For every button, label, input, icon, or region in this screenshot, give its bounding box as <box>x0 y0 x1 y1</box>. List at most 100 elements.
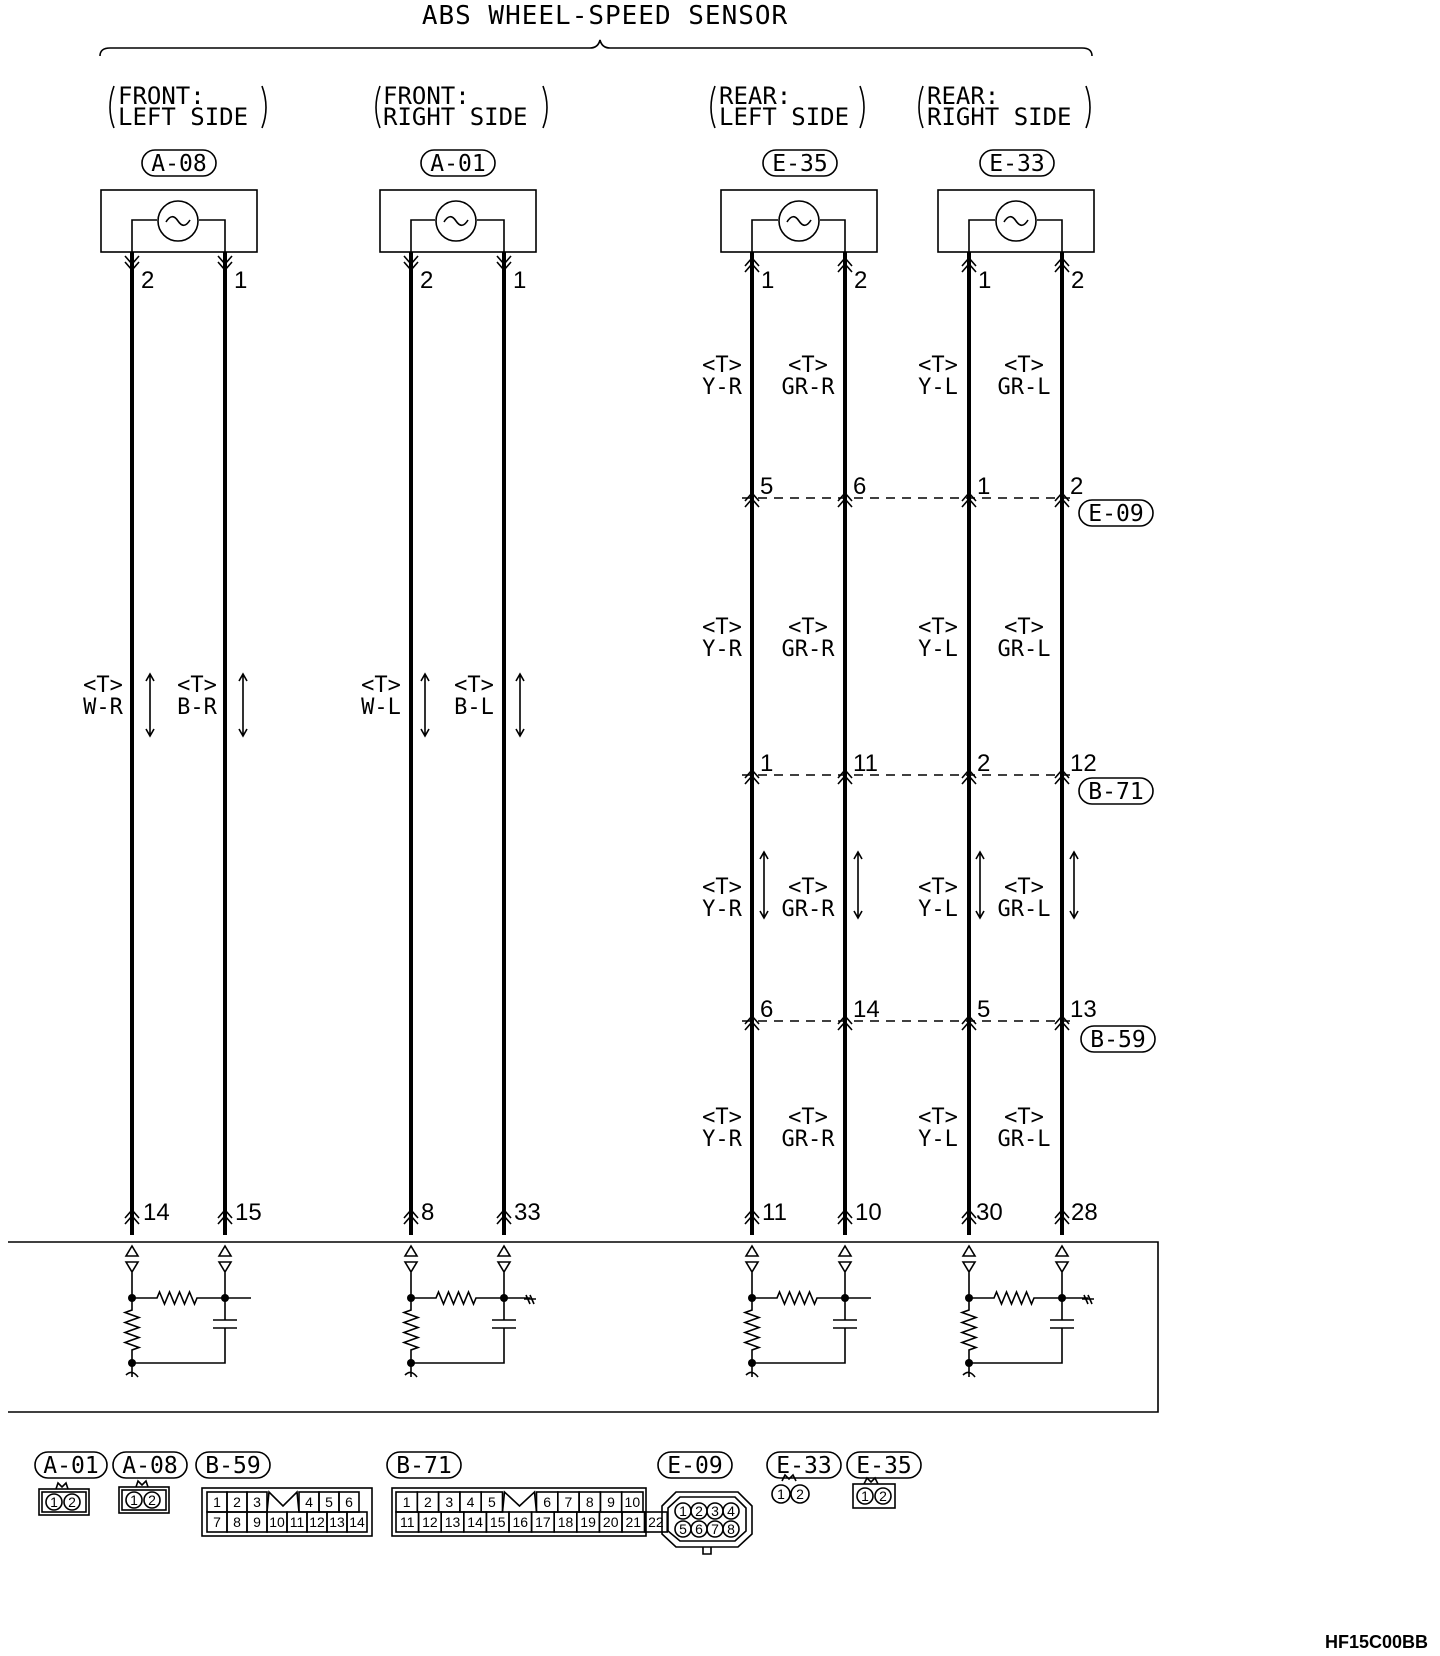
svg-text:<T>: <T> <box>83 673 123 698</box>
sensor-location-rear-left: REAR: LEFT SIDE <box>710 82 865 131</box>
svg-text:5: 5 <box>977 996 990 1023</box>
wire-label-front-right-b: <T> B-L <box>454 673 494 720</box>
svg-text:E-33: E-33 <box>989 151 1044 177</box>
svg-text:2: 2 <box>1070 473 1083 500</box>
svg-text:B-R: B-R <box>177 695 217 720</box>
svg-text:Y-L: Y-L <box>918 1127 958 1152</box>
svg-text:A-01: A-01 <box>43 1453 98 1479</box>
sensor-location-front-right: FRONT: RIGHT SIDE <box>375 82 548 131</box>
sensor-front-right <box>379 189 537 253</box>
legend-pin: 5 <box>679 1521 687 1537</box>
legend-pin: 2 <box>233 1494 241 1510</box>
legend-pin: 5 <box>488 1494 496 1510</box>
svg-text:LEFT SIDE: LEFT SIDE <box>719 103 849 131</box>
svg-text:1: 1 <box>50 1494 58 1510</box>
svg-text:RIGHT SIDE: RIGHT SIDE <box>927 103 1072 131</box>
legend-pin: 6 <box>345 1494 353 1510</box>
svg-text:11: 11 <box>853 750 878 777</box>
legend-pin: 21 <box>626 1514 642 1530</box>
legend-pin: 8 <box>233 1514 241 1530</box>
sensor-coil-icon <box>995 200 1037 242</box>
svg-text:Y-R: Y-R <box>702 897 742 922</box>
legend-pin: 22 <box>648 1514 664 1530</box>
pin-number: 2 <box>141 267 154 294</box>
diagram-title: ABS WHEEL-SPEED SENSOR <box>422 1 788 31</box>
svg-text:B-59: B-59 <box>1090 1027 1145 1053</box>
svg-text:GR-R: GR-R <box>782 897 836 922</box>
legend-pin: 19 <box>580 1514 596 1530</box>
svg-text:GR-L: GR-L <box>998 1127 1051 1152</box>
legend-pin: 9 <box>607 1494 615 1510</box>
svg-text:12: 12 <box>1070 750 1097 777</box>
wire-labels-rear-row1: <T> Y-R <T> GR-R <T> Y-L <T> GR-L <box>702 353 1050 400</box>
pin-number: 1 <box>234 267 247 294</box>
svg-text:<T>: <T> <box>918 1105 958 1130</box>
title-brace <box>99 39 1093 57</box>
svg-text:14: 14 <box>853 996 880 1023</box>
connector-label-a08: A-08 <box>141 149 217 177</box>
svg-text:<T>: <T> <box>918 615 958 640</box>
svg-text:A-01: A-01 <box>430 151 485 177</box>
svg-text:GR-L: GR-L <box>998 375 1051 400</box>
sensor-coil-icon <box>778 200 820 242</box>
svg-text:<T>: <T> <box>177 673 217 698</box>
svg-text:RIGHT SIDE: RIGHT SIDE <box>383 103 528 131</box>
drawing-code: HF15C00BB <box>1325 1632 1428 1652</box>
svg-text:5: 5 <box>760 473 773 500</box>
wire-labels-rear-row4: <T> Y-R <T> GR-R <T> Y-L <T> GR-L <box>702 1105 1050 1152</box>
sensor-coil-icon <box>435 200 477 242</box>
svg-text:<T>: <T> <box>454 673 494 698</box>
legend-pin: 15 <box>490 1514 506 1530</box>
svg-text:Y-L: Y-L <box>918 375 958 400</box>
legend-pin: 6 <box>695 1521 703 1537</box>
legend-pin: 13 <box>445 1514 461 1530</box>
legend-connector-e33: E-33 1 2 <box>766 1451 842 1504</box>
svg-text:B-71: B-71 <box>396 1453 451 1479</box>
sensor-front-left <box>100 189 258 253</box>
pin-number: 2 <box>1071 267 1084 294</box>
connector-label-e33: E-33 <box>979 149 1055 177</box>
pin-number: 8 <box>421 1199 434 1226</box>
legend-pin: 6 <box>543 1494 551 1510</box>
legend-pin: 18 <box>558 1514 574 1530</box>
legend-pin: 4 <box>727 1503 735 1519</box>
svg-text:REAR:: REAR: <box>719 82 791 110</box>
pin-number: 1 <box>513 267 526 294</box>
svg-text:<T>: <T> <box>1004 875 1044 900</box>
pin-number: 2 <box>854 267 867 294</box>
svg-text:Y-L: Y-L <box>918 637 958 662</box>
legend-pin: 12 <box>309 1514 325 1530</box>
legend-pin: 10 <box>625 1494 641 1510</box>
svg-text:6: 6 <box>853 473 866 500</box>
svg-text:<T>: <T> <box>918 353 958 378</box>
sensor-rear-left <box>720 189 878 253</box>
sensor-location-rear-right: REAR: RIGHT SIDE <box>918 82 1091 131</box>
svg-text:GR-R: GR-R <box>782 375 836 400</box>
svg-text:B-L: B-L <box>454 695 494 720</box>
pin-number: 15 <box>235 1199 262 1226</box>
legend-pin: 9 <box>253 1514 261 1530</box>
svg-text:<T>: <T> <box>788 353 828 378</box>
svg-text:2: 2 <box>68 1494 76 1510</box>
svg-text:W-R: W-R <box>83 695 123 720</box>
svg-text:Y-R: Y-R <box>702 1127 742 1152</box>
svg-text:1: 1 <box>777 1486 785 1502</box>
svg-text:REAR:: REAR: <box>927 82 999 110</box>
pin-number: 11 <box>762 1199 787 1226</box>
svg-text:GR-R: GR-R <box>782 637 836 662</box>
svg-text:<T>: <T> <box>1004 353 1044 378</box>
legend-pin: 3 <box>253 1494 261 1510</box>
pin-number: 28 <box>1071 1199 1098 1226</box>
svg-text:1: 1 <box>977 473 990 500</box>
svg-text:A-08: A-08 <box>151 151 206 177</box>
ecu-input-circuit <box>122 1244 251 1378</box>
ecu-input-circuit <box>401 1244 536 1378</box>
svg-text:<T>: <T> <box>702 353 742 378</box>
legend-pin: 14 <box>467 1514 483 1530</box>
svg-text:Y-R: Y-R <box>702 637 742 662</box>
legend-connector-a08: A-08 1 2 <box>112 1451 188 1514</box>
legend-connector-a01: A-01 1 2 <box>34 1451 108 1516</box>
legend-pin: 7 <box>565 1494 573 1510</box>
